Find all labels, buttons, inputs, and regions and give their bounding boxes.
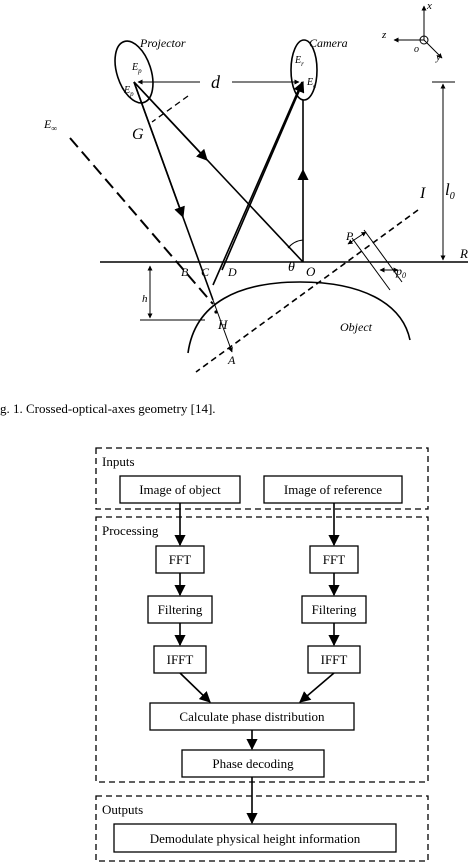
ifft-left-box — [153, 645, 207, 674]
axis-o-label: o — [414, 44, 419, 55]
filtering-right-text: Filtering — [312, 602, 357, 617]
er-label: Er — [294, 55, 304, 68]
p-dim — [347, 231, 367, 245]
r-label: R — [459, 246, 468, 261]
ha-line — [212, 299, 233, 353]
axis-y-label: y — [435, 51, 441, 63]
axis-x-label: x — [426, 0, 432, 12]
ray-c-to-camera — [212, 81, 303, 286]
b-label: B — [181, 265, 189, 279]
projector-lens-ellipse — [114, 40, 154, 104]
p0-label: p0 — [395, 264, 406, 280]
d-point-label: D — [227, 265, 237, 279]
camera-label: Camera — [309, 36, 348, 50]
camera-lens-ellipse — [290, 39, 318, 101]
ray-arrow-2 — [133, 81, 208, 161]
d-label: d — [211, 72, 221, 92]
calc-phase-box — [149, 702, 355, 731]
a-label: A — [227, 353, 236, 367]
fft-left-box — [155, 545, 205, 574]
ep-label: Ep — [131, 62, 142, 75]
fft-left-text: FFT — [169, 552, 191, 567]
inputs-group-label: Inputs — [102, 454, 135, 469]
figure-caption: g. 1. Crossed-optical-axes geometry [14]… — [0, 401, 216, 416]
object-label: Object — [340, 320, 373, 334]
image-object-box — [119, 475, 241, 504]
geometry-diagram: Projector Camera d Ep Ep Er Ec E∞ G I l0… — [0, 0, 468, 416]
arrow-ifft-right-to-calc — [299, 672, 335, 703]
image-reference-text: Image of reference — [284, 482, 382, 497]
p-line-2 — [363, 229, 403, 283]
e-infinity-label: E∞ — [43, 117, 57, 133]
object-surface-curve — [187, 281, 411, 354]
filtering-right-box — [301, 595, 367, 624]
ec-label: Ec — [306, 77, 317, 90]
fft-right-text: FFT — [323, 552, 345, 567]
image-reference-box — [263, 475, 403, 504]
point-h-dot — [214, 310, 218, 314]
phase-decoding-box — [181, 749, 325, 778]
g-dashed-line — [151, 95, 189, 123]
coordinate-axes — [393, 5, 443, 59]
ifft-right-text: IFFT — [321, 652, 348, 667]
i-label: I — [419, 185, 426, 202]
i-dashed-line — [195, 209, 419, 373]
h-label: h — [142, 293, 148, 305]
e-infinity-dashed-line — [69, 137, 214, 305]
p-label: P — [345, 229, 354, 243]
phase-decoding-text: Phase decoding — [212, 756, 294, 771]
inputs-group-frame — [95, 447, 429, 510]
filtering-left-box — [147, 595, 213, 624]
arrow-ifft-left-to-calc — [179, 672, 211, 703]
flowchart: Inputs Processing Outputs Image of objec… — [95, 447, 429, 862]
axis-z-label: z — [381, 29, 387, 41]
outputs-group-label: Outputs — [102, 802, 143, 817]
processing-group-label: Processing — [102, 523, 159, 538]
l0-label: l0 — [445, 180, 455, 202]
projector-label: Projector — [139, 36, 186, 50]
p-line-1 — [351, 237, 391, 291]
h-point-label: H — [217, 317, 228, 332]
g-label: G — [132, 126, 144, 143]
ep2-label: Ep — [123, 85, 134, 98]
theta-arc — [287, 239, 304, 249]
theta-label: θ — [288, 260, 295, 275]
o-label: O — [306, 264, 316, 279]
c-label: C — [201, 265, 210, 279]
demodulate-text: Demodulate physical height information — [150, 831, 361, 846]
ray-arrow-1 — [133, 81, 185, 219]
demodulate-box — [113, 823, 397, 853]
ifft-left-text: IFFT — [167, 652, 194, 667]
filtering-left-text: Filtering — [158, 602, 203, 617]
processing-group-frame — [95, 516, 429, 783]
image-object-text: Image of object — [139, 482, 221, 497]
calc-phase-text: Calculate phase distribution — [179, 709, 325, 724]
outputs-group-frame — [95, 795, 429, 862]
ray-d-to-camera — [221, 80, 305, 271]
fft-right-box — [309, 545, 359, 574]
